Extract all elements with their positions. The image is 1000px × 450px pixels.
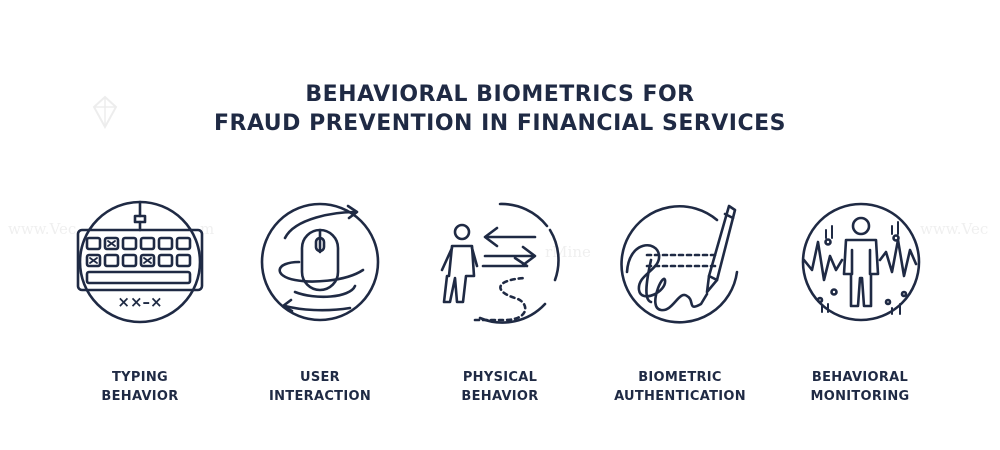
watermark-logo-icon xyxy=(92,95,118,129)
label-biometric-authentication: BIOMETRIC AUTHENTICATION xyxy=(590,368,770,406)
label-physical-behavior: PHYSICAL BEHAVIOR xyxy=(410,368,590,406)
label-typing-behavior: TYPING BEHAVIOR xyxy=(50,368,230,406)
label-line-2: AUTHENTICATION xyxy=(614,389,746,404)
label-line-2: MONITORING xyxy=(810,389,910,404)
title-line-1: BEHAVIORAL BIOMETRICS FOR xyxy=(305,82,695,107)
keyboard-icon: ××–× xyxy=(76,200,204,324)
label-line-1: TYPING xyxy=(112,370,168,385)
walking-person-icon xyxy=(440,202,560,324)
signature-pen-icon xyxy=(620,204,739,324)
label-user-interaction: USER INTERACTION xyxy=(230,368,410,406)
page-title: BEHAVIORAL BIOMETRICS FOR FRAUD PREVENTI… xyxy=(0,80,1000,138)
watermark-text-left: www.Vec xyxy=(8,220,77,238)
label-line-1: PHYSICAL xyxy=(462,370,538,385)
label-line-2: BEHAVIOR xyxy=(101,389,179,404)
watermark-text-right: www.Vec xyxy=(920,220,989,238)
keyboard-text: ××–× xyxy=(117,293,162,311)
label-line-2: BEHAVIOR xyxy=(461,389,539,404)
label-line-1: BIOMETRIC xyxy=(638,370,722,385)
mouse-icon xyxy=(260,202,380,322)
person-waveform-icon xyxy=(801,202,921,322)
label-behavioral-monitoring: BEHAVIORAL MONITORING xyxy=(770,368,950,406)
title-line-2: FRAUD PREVENTION IN FINANCIAL SERVICES xyxy=(213,111,787,136)
label-line-1: BEHAVIORAL xyxy=(811,370,909,385)
label-line-1: USER xyxy=(299,370,340,385)
label-line-2: INTERACTION xyxy=(268,389,371,404)
